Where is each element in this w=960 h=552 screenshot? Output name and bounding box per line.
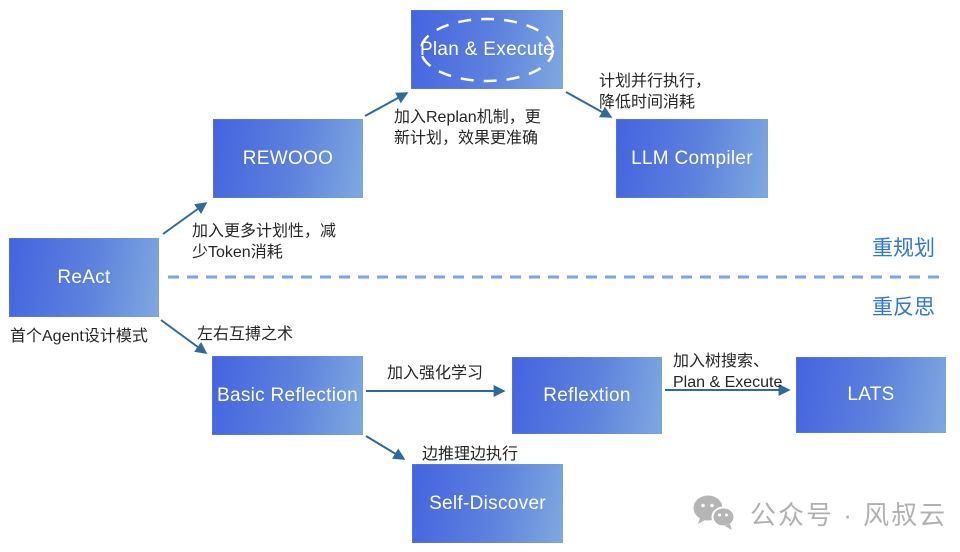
watermark: 公众号 · 风叔云: [692, 493, 947, 533]
node-label: ReAct: [57, 266, 111, 288]
annotation-basic-reflection-to-reflextion: 加入强化学习: [387, 365, 484, 382]
section-label-reflection: 重反思: [872, 296, 935, 319]
annotation-plan-execute-to-llm-compiler: 计划并行执行， 降低时间消耗: [599, 71, 711, 113]
annotation-reflextion-to-lats: 加入树搜索、 Plan & Execute: [673, 351, 782, 393]
annotation-rewooo-to-plan-execute: 加入Replan机制，更 新计划，效果更准确: [394, 107, 541, 149]
arrow-basic-reflection-to-self-discover: [365, 435, 406, 460]
watermark-text: 公众号 · 风叔云: [750, 499, 948, 530]
annotation-line: 少Token消耗: [192, 244, 283, 261]
node-rewooo: REWOOO: [213, 119, 363, 198]
annotation-line: 加入树搜索、: [673, 353, 770, 370]
node-label: REWOOO: [242, 147, 334, 169]
annotation-react-caption: 首个Agent设计模式: [10, 328, 148, 345]
wechat-icon: [693, 495, 736, 530]
node-lats: LATS: [796, 357, 946, 433]
annotation-react-to-basic-reflection: 左右互搏之术: [197, 326, 294, 343]
node-plan-and-execute: Plan & Execute: [411, 10, 563, 89]
annotation-line: 加入更多计划性，减: [192, 223, 337, 240]
annotation-line: Plan & Execute: [673, 374, 783, 391]
node-label: Basic Reflection: [216, 384, 359, 406]
annotation-line: 加入Replan机制，更: [394, 109, 541, 126]
section-label-replanning: 重规划: [872, 237, 935, 260]
node-label: LATS: [847, 384, 895, 405]
annotation-line: 降低时间消耗: [599, 94, 696, 111]
node-reflextion: Reflextion: [512, 357, 662, 434]
annotation-basic-reflection-to-self-discover: 边推理边执行: [422, 446, 519, 463]
node-label: Self-Discover: [429, 492, 546, 514]
node-basic-reflection: Basic Reflection: [212, 356, 363, 435]
node-label: Plan & Execute: [419, 38, 555, 60]
annotation-line: 新计划，效果更准确: [394, 130, 539, 147]
node-label: LLM Compiler: [631, 147, 753, 169]
node-react: ReAct: [9, 238, 159, 317]
node-label: Reflextion: [543, 384, 631, 406]
node-llm-compiler: LLM Compiler: [616, 119, 768, 198]
annotation-react-to-rewooo: 加入更多计划性，减 少Token消耗: [192, 221, 336, 263]
annotation-line: 计划并行执行，: [599, 73, 712, 90]
node-self-discover: Self-Discover: [412, 464, 563, 543]
